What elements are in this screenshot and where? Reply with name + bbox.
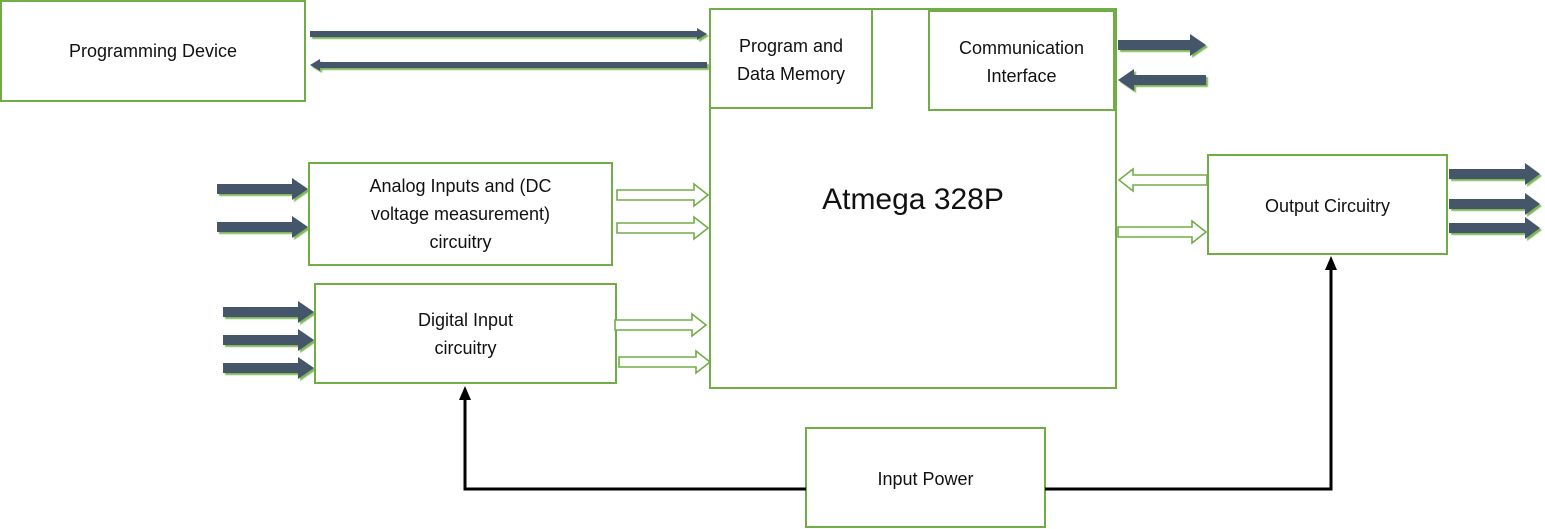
programming-device-label: Programming Device — [68, 41, 238, 61]
power-arrowhead-output — [1325, 256, 1337, 270]
digital-inputs-label: Digital Input circuitry — [417, 310, 514, 358]
output-circuitry-box — [1207, 154, 1448, 255]
mcu-box — [709, 8, 1117, 389]
comm-out-arrow — [1118, 34, 1206, 56]
digital-input-arrow-2 — [223, 329, 314, 351]
prog-to-mcu-arrow — [310, 28, 707, 40]
digital-input-arrow-3 — [223, 357, 314, 379]
comm-interface-label: Communication Interface — [958, 37, 1085, 86]
analog-to-mcu-arrow-1 — [616, 182, 710, 208]
mcu-to-prog-arrow — [310, 59, 707, 71]
program-memory-box — [709, 8, 873, 109]
power-arrowhead-digital — [459, 386, 471, 400]
analog-input-arrow-1 — [217, 178, 308, 200]
mcu-to-output-arrow — [1117, 219, 1208, 245]
digital-input-arrow-1 — [223, 301, 314, 323]
programming-device-box — [0, 0, 306, 102]
analog-inputs-box — [308, 162, 613, 266]
analog-inputs-label: Analog Inputs and (DC voltage measuremen… — [369, 176, 552, 252]
mcu-label: Atmega 328P — [822, 183, 1004, 216]
power-line-to-output — [1045, 270, 1333, 491]
output-arrow-2 — [1449, 193, 1540, 215]
analog-to-mcu-arrow-2 — [616, 215, 710, 241]
output-circuitry-label: Output Circuitry — [1264, 195, 1391, 216]
input-power-label: Input Power — [877, 468, 974, 489]
analog-input-arrow-2 — [217, 216, 308, 238]
comm-interface-box — [928, 10, 1115, 111]
comm-in-arrow — [1118, 69, 1206, 91]
program-memory-label: Program and Data Memory — [736, 35, 846, 84]
digital-to-mcu-arrow-2 — [618, 349, 712, 375]
output-arrow-1 — [1449, 163, 1540, 185]
digital-inputs-box — [314, 283, 617, 384]
input-power-box — [805, 427, 1046, 528]
output-to-mcu-arrow — [1117, 167, 1208, 193]
output-arrow-3 — [1449, 217, 1540, 239]
power-line-to-digital — [463, 400, 806, 491]
digital-to-mcu-arrow-1 — [614, 312, 708, 338]
